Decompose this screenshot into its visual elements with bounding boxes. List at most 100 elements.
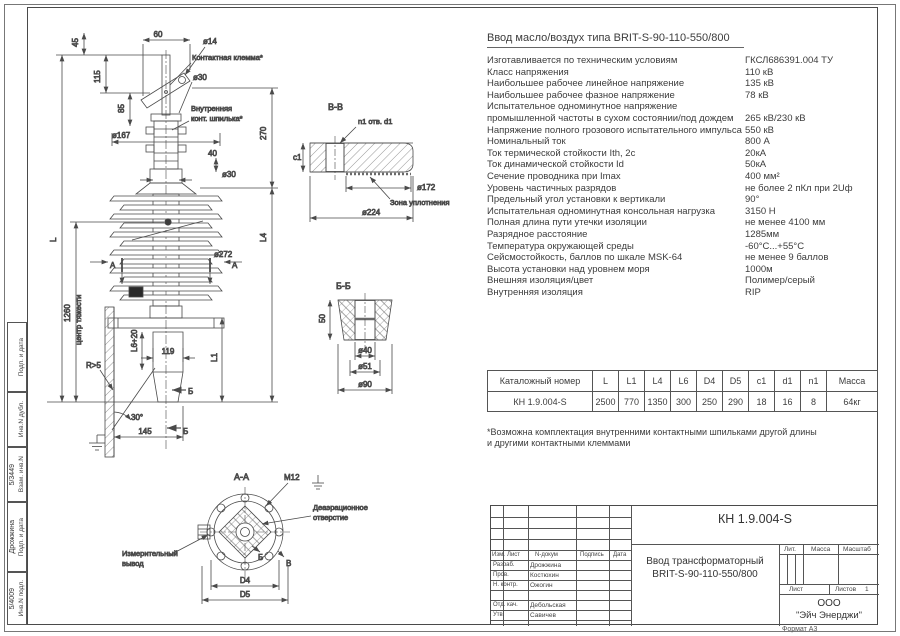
section-mark-B2: Б xyxy=(183,427,188,436)
cell-c1: 18 xyxy=(748,392,774,411)
dim-dia30-mid: ø30 xyxy=(222,170,236,179)
stamp-field: 5/4009 Инв.N подл. xyxy=(7,572,27,625)
dim-D4: D4 xyxy=(240,576,251,585)
col-header: d1 xyxy=(774,371,800,391)
section-vv: В-В n1 отв. d1 c1 ø172 Зона уплотнения ø… xyxy=(293,102,450,222)
measuring-tap-note-1: Измерительный xyxy=(122,549,178,558)
mounting-wall xyxy=(104,306,115,458)
spec-label: Наибольшее рабочее фазное напряжение xyxy=(487,89,675,101)
spec-value: 110 кВ xyxy=(745,66,774,78)
ground-symbol xyxy=(89,434,105,451)
spec-value: 400 мм² xyxy=(745,170,780,182)
col-header: c1 xyxy=(748,371,774,391)
stud-note-1: Внутренняя xyxy=(191,104,232,113)
cell-d1: 16 xyxy=(774,392,800,411)
dim-50: 50 xyxy=(318,314,327,323)
role-otdkach: Отд. кач. xyxy=(493,602,518,608)
spec-value: RIP xyxy=(745,286,761,298)
spec-row: Испытательное одноминутное напряжение пр… xyxy=(487,101,879,124)
dim-dia90: ø90 xyxy=(358,380,372,389)
stud-note-2: конт. шпилька* xyxy=(191,114,243,123)
dim-M12: М12 xyxy=(284,473,300,482)
spec-value: 3150 Н xyxy=(745,205,776,217)
col-header: Масса xyxy=(826,371,877,391)
spec-label: Испытательная одноминутная консольная на… xyxy=(487,205,715,217)
col-header: L6 xyxy=(670,371,696,391)
col-header: L4 xyxy=(644,371,670,391)
col-list: Лист xyxy=(507,552,521,558)
document-number: КН 1.9.004-S xyxy=(718,512,792,526)
sheets-value: 1 xyxy=(865,586,869,593)
spec-value: Полимер/серый xyxy=(745,275,815,287)
dim-145: 145 xyxy=(138,427,152,436)
seal-zone-note: Зона уплотнения xyxy=(390,198,450,207)
dim-40: 40 xyxy=(208,149,217,158)
sheet-label: Лист xyxy=(789,586,804,593)
mass-label: Масса xyxy=(811,546,831,553)
stamp-field: Инв.N дубл. xyxy=(7,392,27,447)
cell-L1: 770 xyxy=(618,392,644,411)
dim-45: 45 xyxy=(71,38,80,47)
view-aa: А-А М12 Деаэрационное отверстие Измерите… xyxy=(122,472,368,604)
spec-label: Наибольшее рабочее линейное напряжение xyxy=(487,78,685,90)
spec-panel: Ввод масло/воздух типа BRIT-S-90-110-550… xyxy=(487,28,879,298)
catalog-table-header-row: Каталожный номер L L1 L4 L6 D4 D5 c1 d1 … xyxy=(488,371,877,391)
col-ndokum: N-докум xyxy=(535,552,558,558)
dim-1260: 1260 xyxy=(63,304,72,322)
col-header: L1 xyxy=(618,371,644,391)
deaeration-note-1: Деаэрационное xyxy=(313,503,368,512)
section-bb: Б-Б 50 ø40 ø51 ø90 xyxy=(318,281,393,394)
dim-60: 60 xyxy=(154,30,163,39)
footnote-line-1: *Возможна комплектация внутренними конта… xyxy=(487,427,817,437)
company-name-line-2: "Эйч Энерджи" xyxy=(795,610,863,621)
spec-value: 50кА xyxy=(745,159,767,171)
footnote-line-2: и другими контактными клеммами xyxy=(487,438,631,448)
col-data: Дата xyxy=(613,552,627,558)
spec-value: 800 А xyxy=(745,136,770,148)
view-aa-title: А-А xyxy=(234,472,249,482)
spec-value: 550 кВ xyxy=(745,124,774,136)
spec-label: Сейсмостойкость, баллов по шкале MSK-64 xyxy=(487,252,683,264)
spec-value: -60°С...+55°С xyxy=(745,240,805,252)
section-mark-B1: Б xyxy=(188,387,193,396)
spec-value: 265 кВ/230 кВ xyxy=(745,112,806,124)
dim-dia40: ø40 xyxy=(358,346,372,355)
cell-L: 2500 xyxy=(592,392,618,411)
spec-label: Класс напряжения xyxy=(487,66,569,78)
col-podpis: Подпись xyxy=(580,552,604,558)
spec-label: Уровень частичных разрядов xyxy=(487,182,617,194)
cell-mass: 64кг xyxy=(826,392,877,411)
footnote: *Возможна комплектация внутренними конта… xyxy=(487,427,879,449)
spec-title: Ввод масло/воздух типа BRIT-S-90-110-550… xyxy=(487,32,744,48)
spec-label: Ток термической стойкости Ith, 2с xyxy=(487,147,636,159)
spec-label: Высота установки над уровнем моря xyxy=(487,263,650,275)
section-mark-v: В xyxy=(286,559,291,568)
name-prov: Костюхин xyxy=(530,572,559,579)
cell-D5: 290 xyxy=(722,392,748,411)
dim-dia224: ø224 xyxy=(362,208,381,217)
section-vv-title: В-В xyxy=(328,102,343,112)
dim-R5: R>5 xyxy=(86,361,101,370)
spec-row: Напряжение полного грозового испытательн… xyxy=(487,125,879,137)
name-utv: Савичев xyxy=(530,612,556,619)
cell-D4: 250 xyxy=(696,392,722,411)
name-otdkach: Дебольская xyxy=(530,602,566,609)
measuring-tap-note-2: вывод xyxy=(122,559,144,568)
spec-label: Ток динамической стойкости Id xyxy=(487,159,624,171)
section-mark-A-right: А xyxy=(232,261,238,270)
dim-c1: c1 xyxy=(293,153,302,162)
dim-L6-20: L6+20 xyxy=(130,329,139,352)
